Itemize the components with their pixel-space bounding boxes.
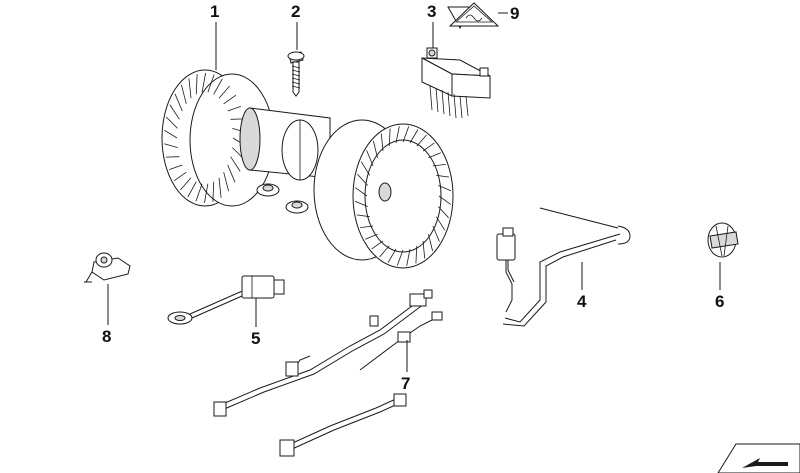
fan-blade [415, 245, 418, 264]
callout-1: 1 [210, 2, 220, 21]
fan-blade [365, 233, 378, 240]
fan-blade [373, 140, 378, 158]
warning-label [447, 2, 500, 30]
screw [287, 51, 305, 97]
fan-blade [380, 133, 384, 152]
fan-blade [173, 171, 187, 182]
fan-blade [207, 74, 215, 93]
fan-blade [416, 134, 427, 147]
fan-blade [223, 94, 237, 105]
callout-8: 8 [102, 327, 112, 346]
fan-blade [165, 116, 178, 129]
fan-blade [438, 185, 452, 192]
callout-2: 2 [291, 2, 301, 21]
fan-blade [406, 248, 411, 266]
fan-blade [218, 85, 230, 99]
ground-cable [167, 275, 285, 325]
cable-set [213, 289, 443, 457]
fan-blade [169, 104, 180, 120]
fan-blade [223, 172, 229, 192]
fan-blade [432, 225, 440, 242]
fan-blade [432, 164, 446, 167]
fan-blade [164, 143, 178, 148]
callout-4: 4 [577, 292, 587, 311]
callout-5: 5 [251, 329, 261, 348]
blower-motor-assembly [161, 69, 454, 269]
fan-blade [212, 181, 215, 202]
fan-blade [201, 72, 206, 93]
wiring-harness-sensor [496, 207, 631, 327]
fan-blade [409, 129, 419, 144]
fan-blade [402, 126, 410, 143]
fan-blade [195, 183, 203, 202]
fan-blade [218, 177, 222, 198]
fan-blade [436, 174, 450, 178]
fan-blade [428, 234, 433, 252]
fan-blade [227, 164, 236, 183]
fan-blade [195, 74, 198, 95]
fan-blade [428, 152, 441, 159]
fan-blade [360, 225, 374, 228]
fan-blade [180, 177, 192, 191]
fan-blade [438, 206, 449, 219]
fan-blade [181, 84, 187, 104]
fan-blade [435, 216, 446, 231]
fan-blade [187, 181, 197, 198]
fan-blade [396, 249, 404, 266]
fan-blade [422, 240, 426, 259]
small-sensor [84, 252, 131, 283]
fan-blade [438, 195, 451, 205]
fan-blade [360, 161, 371, 176]
fan-blade [188, 78, 192, 99]
callout-6: 6 [715, 292, 725, 311]
fan-blade [230, 156, 241, 172]
fan-blade [371, 240, 384, 250]
fan-blade [356, 214, 370, 218]
fan-blade [422, 142, 435, 152]
blower-resistor [421, 47, 491, 119]
fan-blade [174, 93, 183, 112]
fan-blade [164, 129, 178, 139]
fan-blade [213, 78, 223, 95]
orientation-arrow-icon [717, 443, 800, 473]
fan-blade [227, 106, 241, 112]
fan-blade [204, 183, 209, 204]
fan-blade [355, 187, 368, 197]
fan-blade [354, 200, 368, 207]
rotary-knob [707, 222, 739, 258]
fan-blade [169, 164, 183, 170]
fan-blade [387, 248, 397, 263]
callout-3: 3 [427, 2, 437, 21]
fan-blade [379, 245, 390, 258]
callout-7: 7 [401, 374, 411, 393]
fan-blade [395, 126, 400, 144]
callout-9: 9 [510, 4, 520, 23]
fan-blade [366, 150, 374, 167]
fan-blade [388, 128, 391, 147]
fan-blade [357, 173, 368, 186]
leader-lines [107, 12, 721, 372]
